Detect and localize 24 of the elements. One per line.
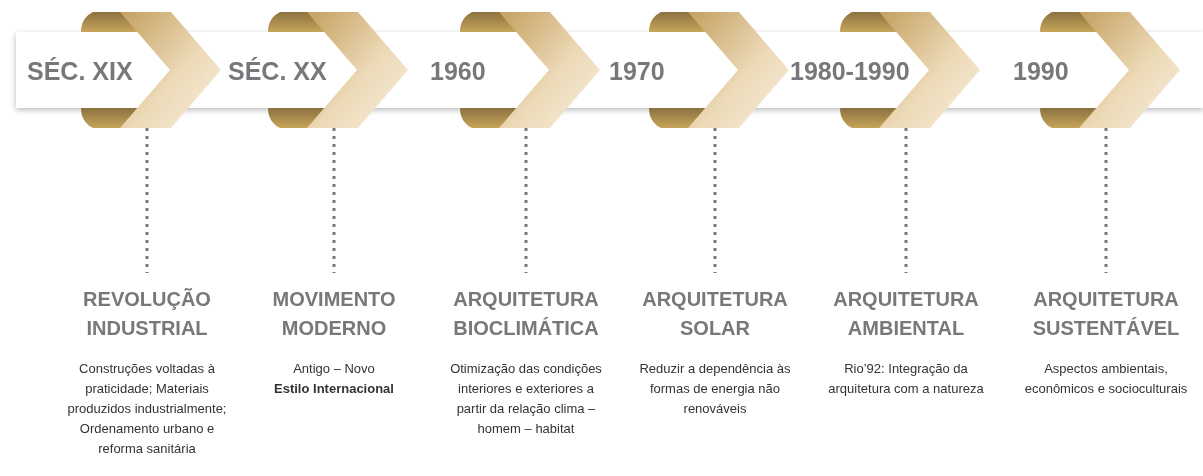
era-description: Antigo – Novo Estilo Internacional xyxy=(273,360,395,398)
era-heading: ARQUITETURA SUSTENTÁVEL xyxy=(1031,287,1181,341)
year-label: 1980-1990 xyxy=(790,56,910,86)
year-label: 1990 xyxy=(1013,56,1069,86)
year-label: SÉC. XX xyxy=(228,56,327,86)
era-heading: ARQUITETURA AMBIENTAL xyxy=(832,287,980,341)
dotted-connector xyxy=(332,128,336,273)
dotted-connector xyxy=(713,128,717,273)
era-description: Otimização das condições interiores e exteriores a partir da relação clima – homem – habitat xyxy=(449,360,603,438)
year-label: SÉC. XIX xyxy=(27,56,133,86)
era-description: Aspectos ambientais, econômicos e socioculturais xyxy=(1023,360,1189,398)
era-heading: ARQUITETURA SOLAR xyxy=(641,287,789,341)
era-description: Rio’92: Integração da arquitetura com a natureza xyxy=(827,360,985,398)
year-label: 1960 xyxy=(430,56,486,86)
dotted-connector xyxy=(1104,128,1108,273)
era-heading: ARQUITETURA BIOCLIMÁTICA xyxy=(452,287,600,341)
dotted-connector xyxy=(904,128,908,273)
year-label: 1970 xyxy=(609,56,665,86)
era-description: Reduzir a dependência às formas de energia não renováveis xyxy=(638,360,792,418)
dotted-connector xyxy=(524,128,528,273)
era-description: Construções voltadas à praticidade; Materiais produzidos industrialmente; Ordenamento urbano e reforma sanitária xyxy=(66,360,228,458)
dotted-connector xyxy=(145,128,149,273)
era-heading: REVOLUÇÃO INDUSTRIAL xyxy=(82,287,212,341)
era-heading: MOVIMENTO MODERNO xyxy=(271,287,397,341)
